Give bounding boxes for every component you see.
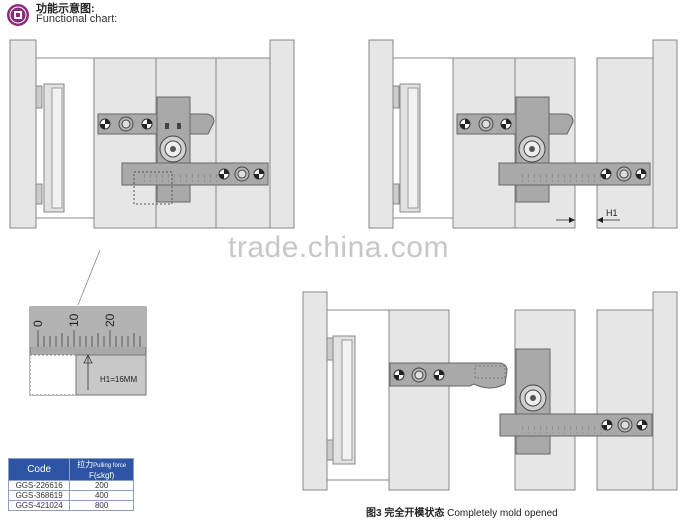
scale-detail: 0 10 20 H1=16MM [29,306,147,396]
table-row: GGS-368619 400 [7,490,134,501]
left-clamp-plate [9,39,37,229]
table-cell-code: GGS-368619 [7,490,71,501]
figure-2-partial-open: H1 [368,39,678,229]
force-header-en: Pulling force [93,462,127,469]
figure-caption: 图3 完全开模状态 Completely mold opened [366,504,558,519]
table-cell-code: GGS-226616 [7,480,71,491]
table-header-code: Code [7,458,71,481]
force-header-unit: F(≤kgf) [89,470,115,480]
scale-tick-10: 10 [67,313,81,327]
table-header-force: 拉力Pulling force F(≤kgf) [69,458,134,481]
dimension-label: H1 [606,208,618,218]
moving-half [93,57,157,229]
page-title: 功能示意图: [36,3,95,15]
cavity-plate [215,57,271,229]
scale-tick-20: 20 [103,313,117,327]
detail-marker [133,171,173,205]
latch-arm-upper [97,113,215,135]
brand-seal-icon [7,4,29,26]
watermark: trade.china.com [228,231,449,264]
figure-1-closed-mold [9,39,295,306]
leader-line [77,249,101,306]
scale-measure-label: H1=16MM [100,375,137,384]
caption-cn: 图3 完全开模状态 [366,508,445,519]
force-header-cn: 拉力 [77,459,94,469]
table-row: GGS-226616 200 [7,480,134,491]
force-table: Code 拉力Pulling force F(≤kgf) GGS-226616 … [7,458,134,511]
page-subtitle: Functional chart: [36,13,118,25]
right-clamp-plate [269,39,295,229]
table-cell-force: 200 [69,480,134,491]
scale-tick-0: 0 [31,320,45,327]
table-cell-force: 400 [69,490,134,501]
caption-en: Completely mold opened [447,508,558,519]
figure-3-fully-open [302,291,678,491]
table-cell-code: GGS-421024 [7,500,71,511]
table-row: GGS-421024 800 [7,500,134,511]
table-cell-force: 800 [69,500,134,511]
